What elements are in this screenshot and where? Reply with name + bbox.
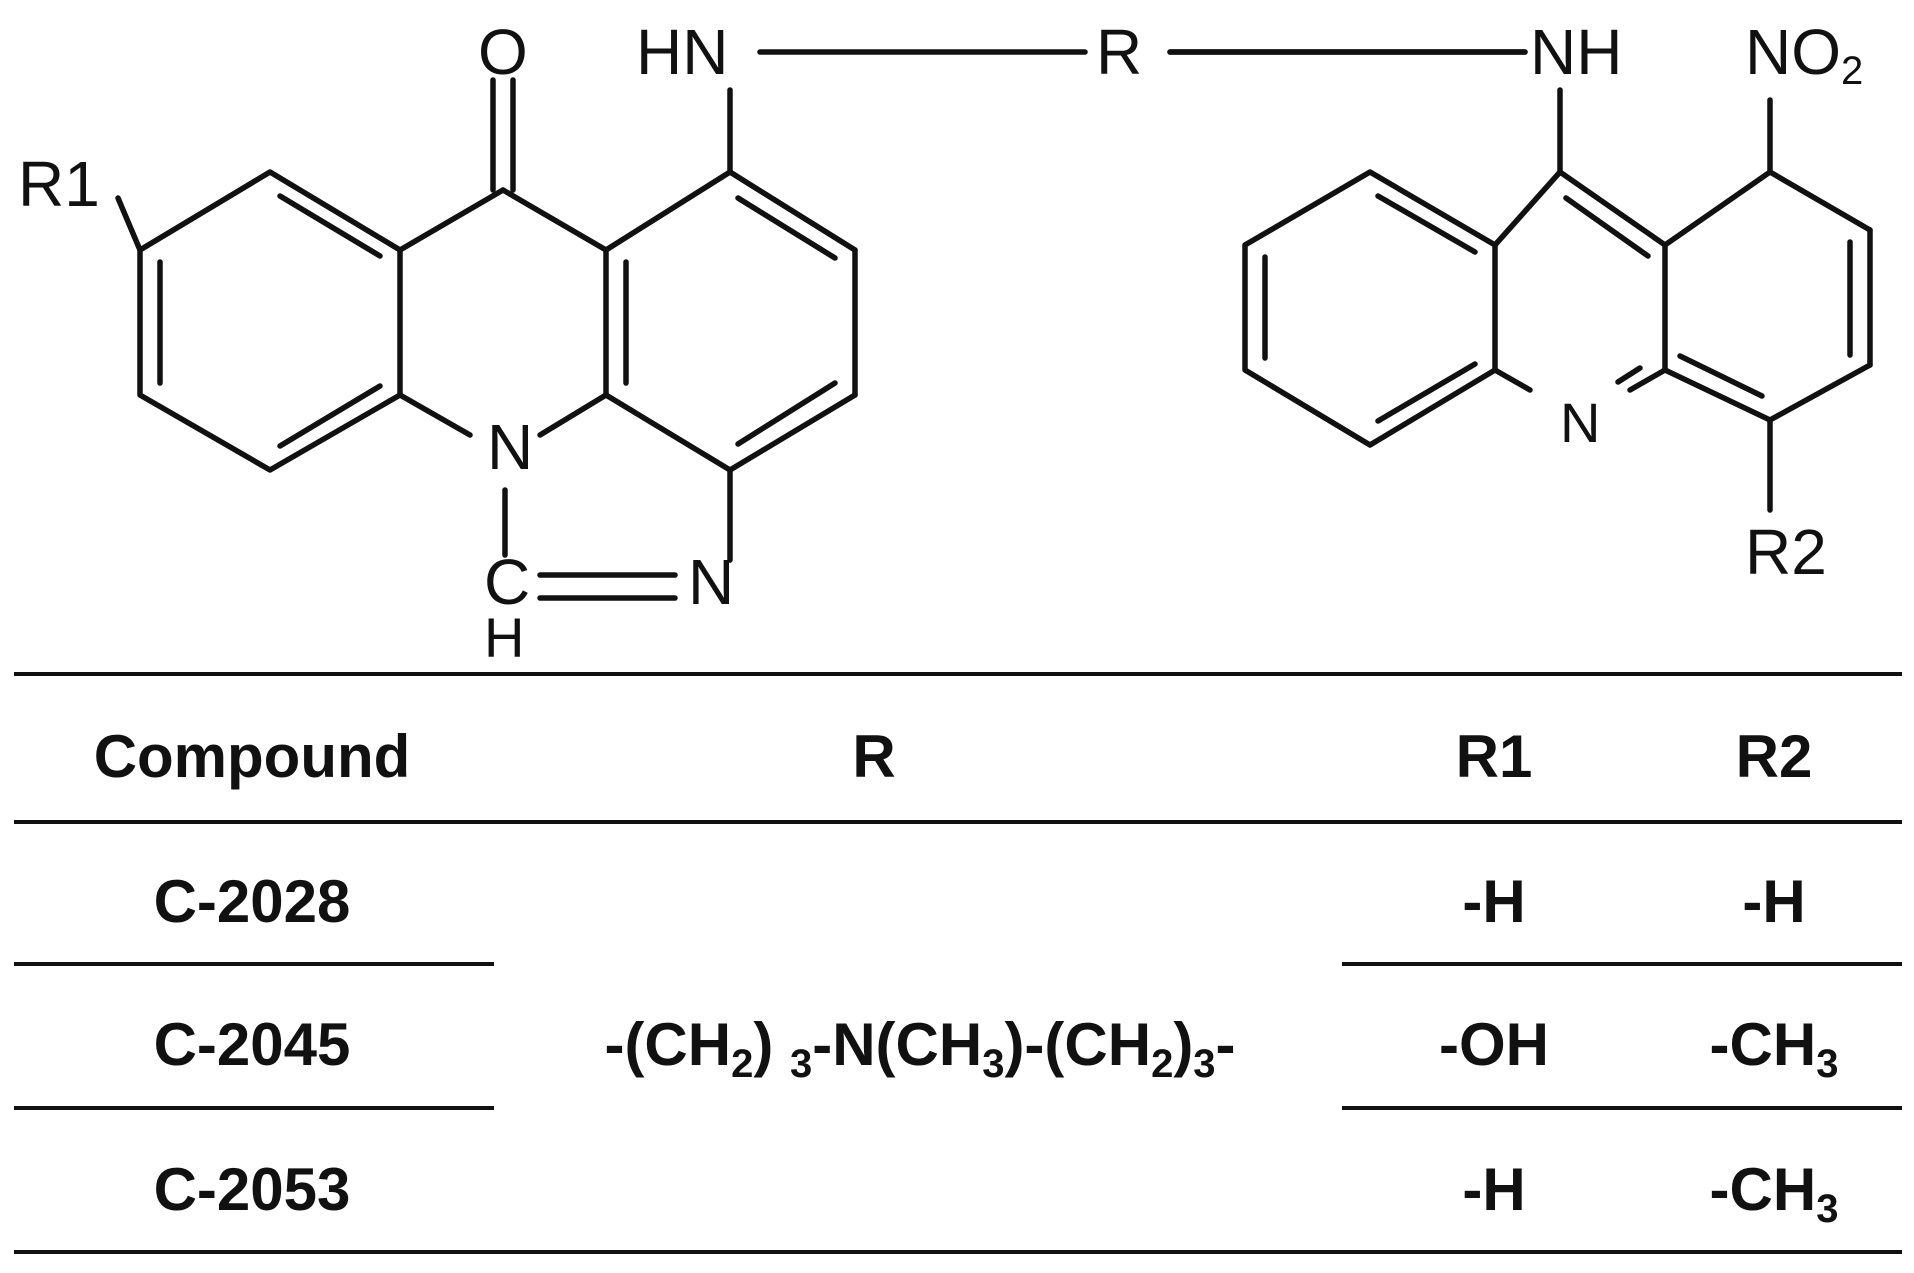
row-2-r2-sub: 3 — [1816, 1042, 1839, 1086]
shared-r-value: -(CH2) 3-N(CH3)-(CH2)3- — [520, 1015, 1320, 1085]
imine-n-label: N — [688, 546, 735, 618]
left-ring-system — [115, 77, 858, 601]
r-part-5: ) — [1173, 1011, 1194, 1078]
structure-labels: O HN R1 N N C H R NH NO2 N R2 — [18, 16, 1863, 669]
row-2-r1: -OH — [1439, 1011, 1549, 1078]
r1-label: R1 — [18, 148, 100, 220]
r-part-1: -(CH — [604, 1011, 732, 1078]
r-sub-3: 3 — [982, 1042, 1005, 1086]
right-ring-n-label: N — [1560, 391, 1601, 454]
row-1-r2-main: -H — [1742, 868, 1806, 935]
carbonyl-o-label: O — [478, 16, 528, 88]
row-3-compound: C-2053 — [153, 1156, 351, 1223]
imine-c-label: C — [484, 546, 531, 618]
row-3-r2-main: -CH — [1709, 1156, 1817, 1223]
table-bottom-rule — [14, 1250, 1902, 1254]
imine-h-label: H — [484, 606, 525, 669]
no2-sub: 2 — [1841, 49, 1864, 93]
header-r: R — [852, 723, 896, 790]
row-3-r2: -CH3 — [1674, 1160, 1874, 1230]
r-part-2: ) — [753, 1011, 790, 1078]
row-3-r2-sub: 3 — [1816, 1187, 1839, 1231]
row-1-r2: -H — [1674, 872, 1874, 932]
r-sub-1: 2 — [731, 1042, 754, 1086]
left-hn-label: HN — [636, 16, 729, 88]
r-sub-2: 3 — [790, 1042, 813, 1086]
no2-main: NO — [1745, 16, 1841, 88]
row-2-left-rule — [14, 1106, 494, 1110]
row-3-r1: -H — [1462, 1156, 1526, 1223]
r-sub-5: 3 — [1193, 1042, 1216, 1086]
right-nh-label: NH — [1530, 16, 1623, 88]
no2-label: NO2 — [1745, 20, 1863, 91]
row-1-r1: -H — [1462, 868, 1526, 935]
linker-r-label: R — [1096, 16, 1143, 88]
header-r2: R2 — [1735, 723, 1813, 790]
r-part-4: )-(CH — [1004, 1011, 1152, 1078]
header-r1: R1 — [1455, 723, 1533, 790]
right-structure-fit — [1167, 49, 1873, 513]
row-2-compound: C-2045 — [153, 1011, 351, 1078]
header-rule — [14, 820, 1902, 824]
table-top-rule — [14, 672, 1902, 676]
row-1-compound: C-2028 — [153, 868, 351, 935]
r-sub-4: 2 — [1151, 1042, 1174, 1086]
header-compound: Compound — [93, 723, 411, 790]
row-2-r2: -CH3 — [1674, 1015, 1874, 1085]
left-ring-n-label: N — [487, 411, 534, 483]
row-2-r2-main: -CH — [1709, 1011, 1817, 1078]
r-part-3: -N(CH — [812, 1011, 983, 1078]
row-1-right-rule — [1342, 962, 1902, 966]
row-1-left-rule — [14, 962, 494, 966]
row-2-right-rule — [1342, 1106, 1902, 1110]
r2-label: R2 — [1745, 516, 1827, 588]
r-part-6: - — [1215, 1011, 1236, 1078]
